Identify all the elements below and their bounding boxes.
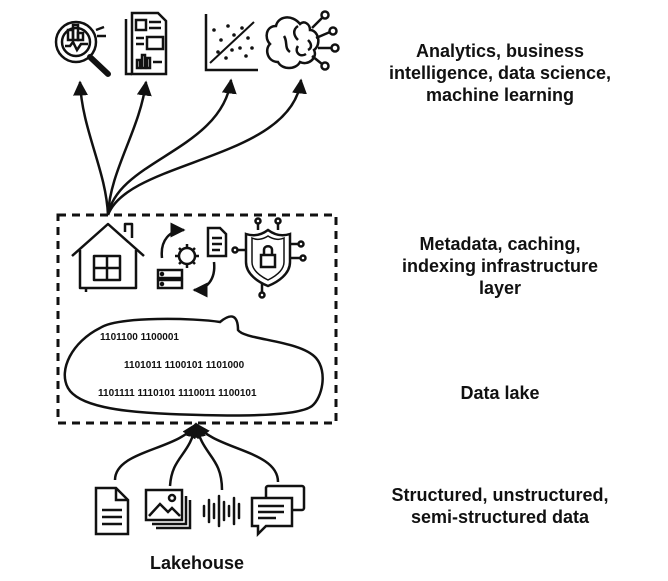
analytics-magnifier-icon bbox=[54, 20, 111, 77]
caption-text: Lakehouse bbox=[149, 553, 245, 573]
report-document-icon bbox=[124, 11, 168, 76]
images-icon bbox=[144, 488, 192, 530]
data-lake-label-text: Data lake bbox=[460, 383, 540, 403]
document-icon bbox=[94, 486, 130, 536]
diagram-caption: Lakehouse bbox=[97, 552, 297, 574]
audio-wave-icon bbox=[202, 494, 241, 528]
metadata-label-line-1: Metadata, caching, bbox=[419, 234, 581, 254]
data-lake-label: Data lake bbox=[370, 382, 630, 404]
output-arrows bbox=[73, 78, 307, 216]
scatter-plot-icon bbox=[204, 14, 258, 72]
sources-label-line-2: semi-structured data bbox=[410, 507, 590, 527]
top-label-line-3: machine learning bbox=[425, 85, 575, 105]
security-shield-icon bbox=[231, 217, 307, 299]
brain-network-icon bbox=[265, 10, 340, 71]
top-label-line-2: intelligence, data science, bbox=[388, 63, 612, 83]
top-label-line-1: Analytics, business bbox=[415, 41, 585, 61]
lakehouse-dashed-box bbox=[56, 213, 338, 425]
data-lake-blob bbox=[63, 315, 324, 417]
input-arrows bbox=[113, 422, 280, 491]
sources-label: Structured, unstructured, semi-structure… bbox=[370, 484, 630, 528]
metadata-label: Metadata, caching, indexing infrastructu… bbox=[370, 233, 630, 299]
metadata-label-line-3: layer bbox=[478, 278, 522, 298]
chat-icon bbox=[250, 484, 306, 538]
sources-label-line-1: Structured, unstructured, bbox=[391, 485, 609, 505]
binary-row-1: 1101100 1100001 bbox=[100, 332, 179, 343]
house-icon bbox=[71, 222, 145, 292]
metadata-label-line-2: indexing infrastructure bbox=[401, 256, 599, 276]
binary-row-3: 1101111 1110101 1110011 1100101 bbox=[98, 388, 257, 399]
binary-row-2: 1101011 1100101 1101000 bbox=[124, 360, 245, 371]
top-label: Analytics, business intelligence, data s… bbox=[370, 40, 630, 106]
process-sync-icon bbox=[156, 222, 228, 298]
